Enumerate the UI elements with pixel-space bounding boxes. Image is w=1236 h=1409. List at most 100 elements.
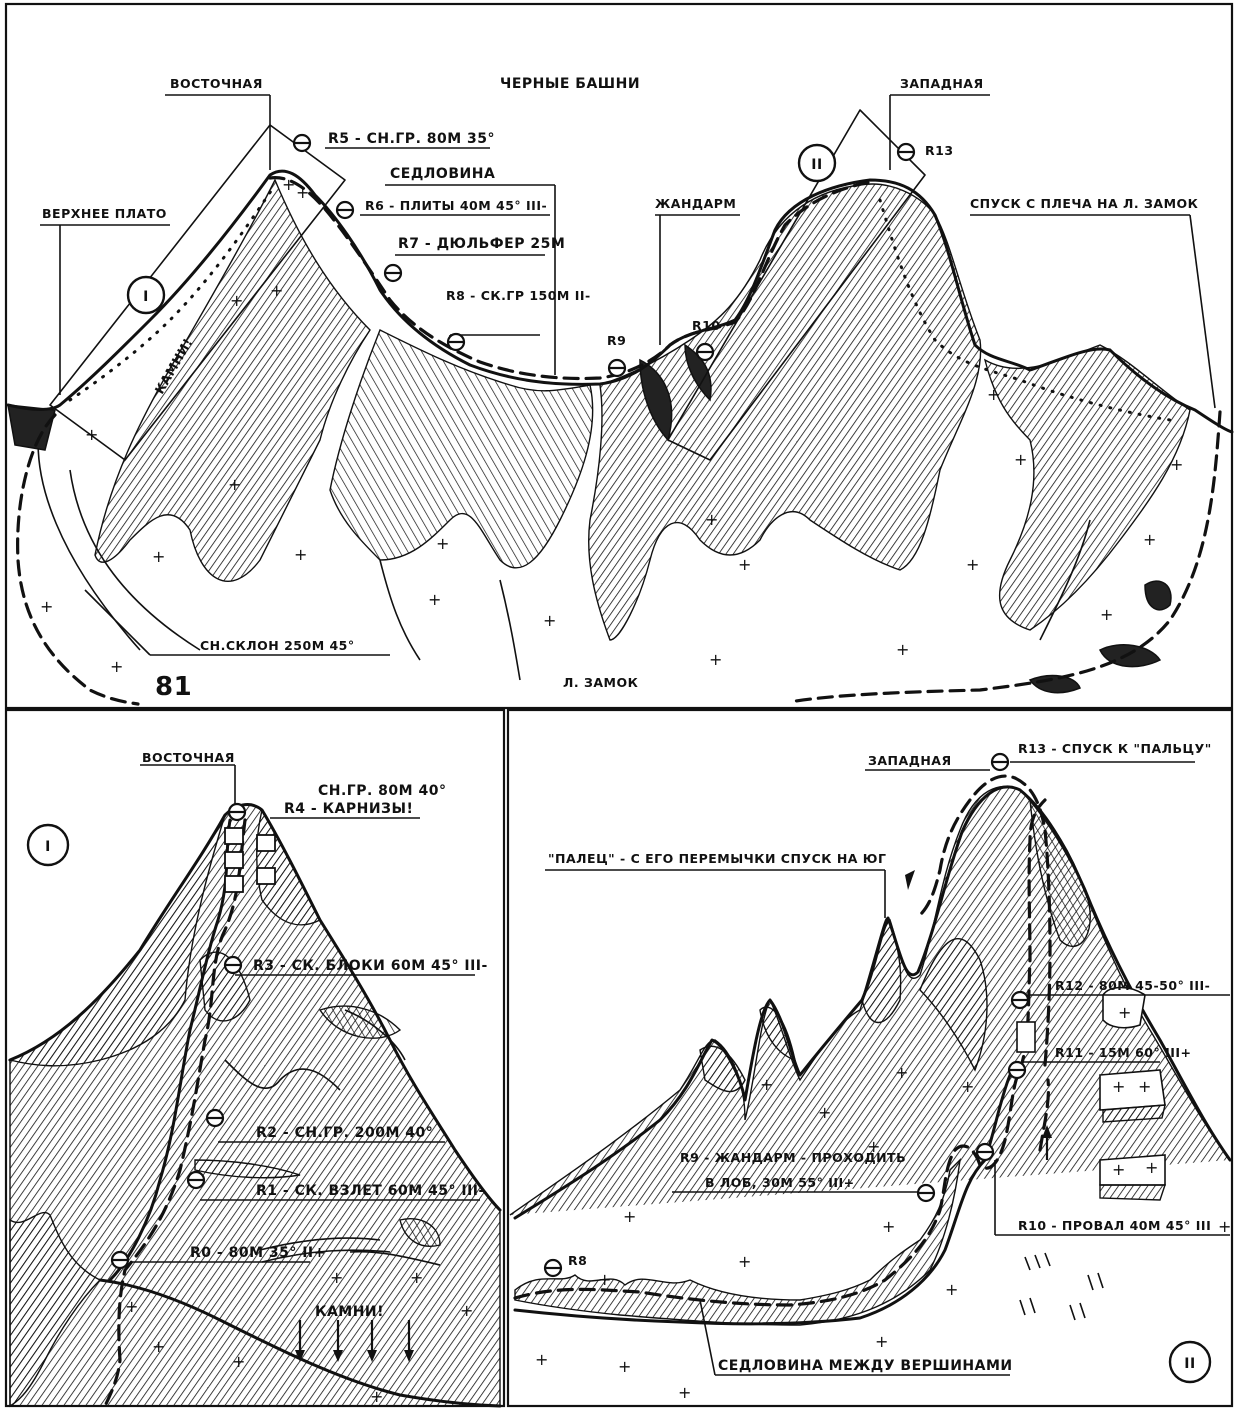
svg-text:+: + bbox=[705, 510, 718, 529]
cornice-block bbox=[256, 834, 276, 852]
peak-i-base bbox=[98, 1278, 502, 1408]
svg-text:+: + bbox=[228, 475, 241, 494]
left-leaders bbox=[130, 764, 480, 1263]
anchor-r10 bbox=[695, 342, 715, 362]
svg-text:+: + bbox=[945, 1280, 958, 1299]
anchor-r8-ii bbox=[543, 1258, 563, 1278]
label-r13-ii: R13 - СПУСК К "ПАЛЬЦУ" bbox=[1018, 741, 1212, 756]
label-r9: R9 bbox=[607, 333, 626, 348]
route-ii-descent bbox=[918, 774, 1052, 1067]
right-panel-frame bbox=[506, 708, 1234, 1408]
inset-i-outline bbox=[49, 124, 346, 461]
label-r4-a: СН.ГР. 80М 40° bbox=[318, 783, 446, 799]
snow-marks-i: ++ ++ ++ + bbox=[125, 1268, 473, 1406]
svg-text:+: + bbox=[678, 1383, 691, 1402]
svg-text:+: + bbox=[987, 385, 1000, 404]
svg-text:+: + bbox=[535, 1350, 548, 1369]
svg-text:+: + bbox=[40, 597, 53, 616]
svg-text:+: + bbox=[230, 291, 243, 310]
label-west-peak: ЗАПАДНАЯ bbox=[900, 76, 984, 91]
svg-text:+: + bbox=[1145, 1158, 1158, 1177]
svg-text:+: + bbox=[738, 1252, 751, 1271]
route-descent bbox=[788, 410, 1222, 704]
svg-text:+: + bbox=[330, 1268, 343, 1287]
snow-block bbox=[1102, 986, 1146, 1029]
route-i bbox=[103, 818, 247, 1408]
inset-mark-ii-panel: II bbox=[1168, 1340, 1212, 1384]
label-r4-b: R4 - КАРНИЗЫ! bbox=[284, 801, 413, 817]
svg-text:+: + bbox=[152, 1337, 165, 1356]
svg-text:+: + bbox=[1170, 455, 1183, 474]
label-r9-ii-a: R9 - ЖАНДАРМ - ПРОХОДИТЬ bbox=[680, 1150, 906, 1165]
svg-text:+: + bbox=[282, 175, 295, 194]
peak-i-shadow bbox=[7, 814, 226, 1067]
snow-marks-ii: ++ ++ ++ ++ ++ ++ ++ ++ ++ ++ bbox=[535, 1003, 1231, 1402]
anchor-r2 bbox=[205, 1108, 225, 1128]
label-east-peak-i: ВОСТОЧНАЯ bbox=[142, 750, 235, 765]
label-west-peak-ii: ЗАПАДНАЯ bbox=[868, 753, 952, 768]
map-title: ЧЕРНЫЕ БАШНИ bbox=[500, 76, 640, 92]
peak-ii-rock bbox=[759, 1006, 796, 1062]
route-ridge bbox=[268, 176, 872, 381]
svg-text:+: + bbox=[1118, 1003, 1131, 1022]
arrow-descent bbox=[905, 870, 915, 890]
svg-text:+: + bbox=[961, 1077, 974, 1096]
svg-text:+: + bbox=[460, 1301, 473, 1320]
west-tower-rock bbox=[588, 183, 982, 641]
label-r3: R3 - СК. БЛОКИ 60М 45° III- bbox=[253, 958, 488, 974]
anchor-r11 bbox=[1007, 1060, 1027, 1080]
svg-text:+: + bbox=[867, 1137, 880, 1156]
top-anchors bbox=[292, 133, 916, 378]
right-anchors bbox=[543, 752, 1030, 1278]
svg-text:+: + bbox=[966, 555, 979, 574]
route-ii-step bbox=[1038, 1078, 1051, 1152]
svg-text:+: + bbox=[895, 1063, 908, 1082]
svg-text:+: + bbox=[410, 1268, 423, 1287]
snow-marks: ++ ++ ++ ++ ++ ++ ++ ++ ++ ++ ++ + bbox=[40, 175, 1183, 676]
anchor-r9-ii bbox=[916, 1183, 936, 1203]
anchor-r0 bbox=[110, 1250, 130, 1270]
label-saddle-ii: СЕДЛОВИНА МЕЖДУ ВЕРШИНАМИ bbox=[718, 1358, 1013, 1374]
svg-text:+: + bbox=[1014, 450, 1027, 469]
inset-mark-ii: II bbox=[797, 143, 837, 183]
label-r5: R5 - СН.ГР. 80М 35° bbox=[328, 131, 495, 147]
svg-text:+: + bbox=[623, 1207, 636, 1226]
label-r9-ii-b: В ЛОБ, 30М 55° III+ bbox=[705, 1175, 855, 1190]
label-glacier: Л. ЗАМОК bbox=[563, 675, 639, 690]
snow-edge-west bbox=[878, 198, 1172, 422]
svg-text:+: + bbox=[543, 611, 556, 630]
label-gendarme: ЖАНДАРМ bbox=[655, 196, 736, 211]
label-r10-ii: R10 - ПРОВАЛ 40М 45° III bbox=[1018, 1218, 1211, 1233]
svg-text:+: + bbox=[270, 281, 283, 300]
svg-text:+: + bbox=[818, 1103, 831, 1122]
arrow-climb bbox=[1042, 1125, 1052, 1138]
saddle-rock bbox=[329, 329, 594, 569]
label-r7: R7 - ДЮЛЬФЕР 25М bbox=[398, 236, 565, 252]
label-r6: R6 - ПЛИТЫ 40М 45° III- bbox=[365, 198, 547, 213]
label-r10: R10 bbox=[692, 318, 721, 333]
plateau-rock bbox=[7, 404, 56, 451]
label-r11: R11 - 15М 60° III+ bbox=[1055, 1045, 1192, 1060]
rock-outcrop bbox=[1028, 674, 1081, 694]
label-descent: СПУСК С ПЛЕЧА НА Л. ЗАМОК bbox=[970, 196, 1199, 211]
anchor-r8 bbox=[446, 332, 466, 352]
rock-line bbox=[344, 1009, 406, 1061]
east-tower-rock bbox=[94, 178, 371, 582]
snow-edge-east bbox=[68, 183, 277, 402]
glacier-line bbox=[499, 579, 521, 681]
anchor-r12 bbox=[1010, 990, 1030, 1010]
snow-crack bbox=[349, 1250, 441, 1266]
anchor-r9 bbox=[607, 358, 627, 378]
glacier-line bbox=[379, 559, 421, 661]
rock-line bbox=[224, 1059, 341, 1091]
label-r2: R2 - СН.ГР. 200М 40° bbox=[256, 1125, 433, 1141]
label-r12: R12 - 80М 45-50° III- bbox=[1055, 978, 1210, 993]
label-r8-ii: R8 bbox=[568, 1253, 587, 1268]
cornice-block bbox=[224, 851, 244, 869]
label-upper-plateau: ВЕРХНЕЕ ПЛАТО bbox=[42, 206, 167, 221]
top-leaders bbox=[40, 94, 1216, 656]
svg-text:II: II bbox=[1184, 1356, 1195, 1372]
label-east-peak: ВОСТОЧНАЯ bbox=[170, 76, 263, 91]
svg-text:+: + bbox=[1112, 1077, 1125, 1096]
svg-text:I: I bbox=[143, 289, 149, 305]
